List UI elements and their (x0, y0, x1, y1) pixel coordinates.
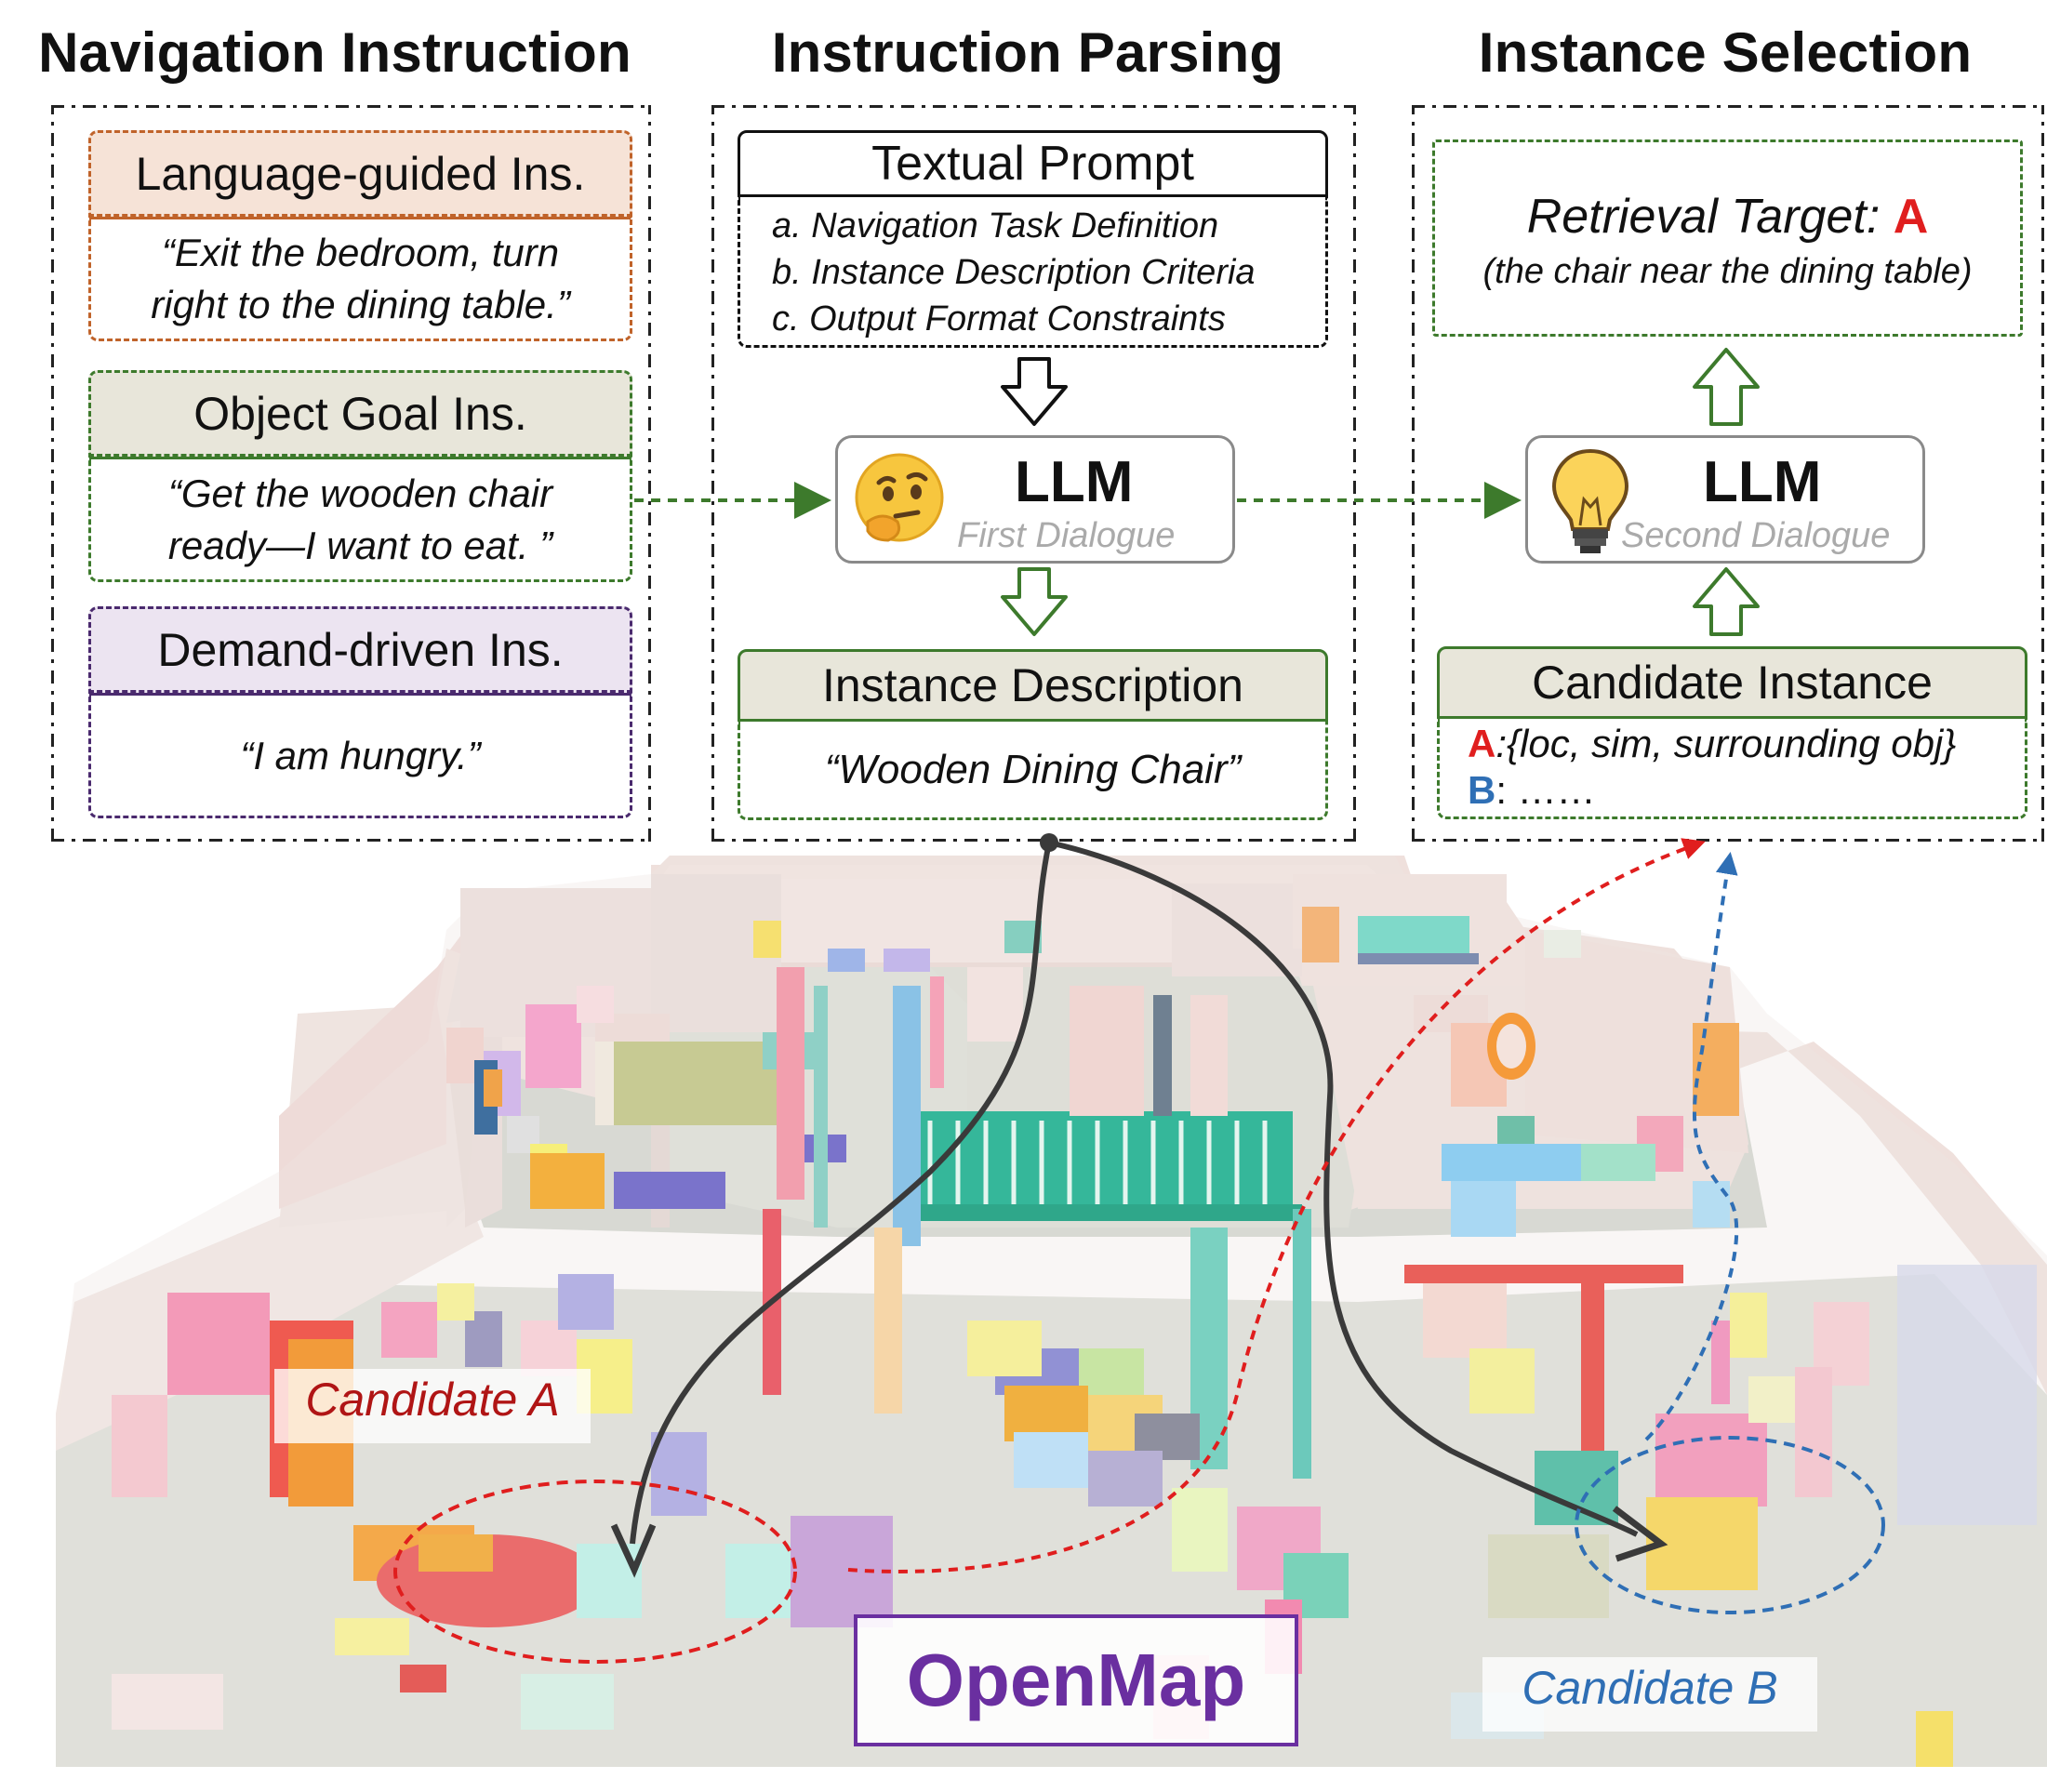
column-title-selection: Instance Selection (1478, 21, 1973, 84)
llm-subtitle: Second Dialogue (1621, 516, 1891, 555)
navigation-panel (51, 105, 651, 842)
instruction-text-line: “Get the wooden chair (167, 471, 553, 515)
prompt-item: a. Navigation Task Definition (772, 206, 1219, 246)
arrowhead-candidate-a (610, 1523, 657, 1578)
instruction-text-line: “I am hungry.” (240, 733, 481, 777)
candidate-b-label-bg (1482, 1657, 1817, 1732)
candidate-instance-body: A:{loc, sim, surrounding obj} B: …… (1437, 719, 2027, 819)
llm-second-dialogue-box: LLM Second Dialogue (1525, 435, 1925, 564)
instance-description-text: “Wooden Dining Chair” (824, 746, 1242, 792)
red-dashed-path-to-selection (847, 838, 1706, 1573)
curve-arrow-to-candidate-a (630, 842, 1052, 1545)
instance-description-body: “Wooden Dining Chair” (738, 722, 1328, 820)
down-arrow-prompt-to-llm (1001, 357, 1068, 426)
retrieval-target-note: (the chair near the dining table) (1482, 252, 1973, 291)
textual-prompt-title: Textual Prompt (871, 137, 1194, 191)
candidate-a-text: :{loc, sim, surrounding obj} (1495, 722, 1957, 765)
retrieval-target-value: A (1893, 190, 1929, 244)
blue-dashed-path-to-selection (1644, 852, 1739, 1441)
candidate-instance-header: Candidate Instance (1437, 646, 2027, 719)
column-title-navigation: Navigation Instruction (38, 21, 631, 84)
instruction-type-label: Object Goal Ins. (193, 387, 527, 440)
textual-prompt-body: a. Navigation Task Definition b. Instanc… (738, 197, 1328, 348)
prompt-item: b. Instance Description Criteria (772, 253, 1256, 292)
textual-prompt-header: Textual Prompt (738, 130, 1328, 197)
candidate-b-label: Candidate B (1522, 1662, 1778, 1714)
demand-driven-header: Demand-driven Ins. (88, 606, 632, 693)
lightbulb-icon (1551, 448, 1629, 553)
candidate-a-label-bg (274, 1369, 591, 1443)
instruction-type-label: Language-guided Ins. (135, 147, 586, 200)
up-arrow-llm-to-target (1693, 348, 1760, 426)
candidate-b-text: : …… (1495, 768, 1596, 812)
candidate-a-key: A (1468, 722, 1496, 765)
instruction-text-line: “Exit the bedroom, turn (161, 231, 560, 274)
column-title-parsing: Instruction Parsing (771, 21, 1284, 84)
candidate-a-label: Candidate A (305, 1374, 560, 1426)
retrieval-target-label: Retrieval Target: (1526, 190, 1881, 244)
candidate-instance-title: Candidate Instance (1532, 657, 1933, 709)
prompt-item: c. Output Format Constraints (772, 299, 1226, 338)
demand-driven-body: “I am hungry.” (88, 693, 632, 818)
curve-arrow-to-candidate-b (1048, 840, 1639, 1537)
instruction-text-line: right to the dining table.” (151, 283, 570, 326)
arrowhead-candidate-b (1612, 1506, 1668, 1562)
llm-title: LLM (1015, 450, 1134, 514)
up-arrow-candidate-to-llm (1693, 567, 1760, 636)
down-arrow-llm-to-description (1001, 567, 1068, 636)
llm-subtitle: First Dialogue (957, 516, 1176, 555)
llm-first-dialogue-box: LLM First Dialogue (835, 435, 1235, 564)
object-goal-header: Object Goal Ins. (88, 370, 632, 457)
instance-description-header: Instance Description (738, 649, 1328, 722)
language-guided-header: Language-guided Ins. (88, 130, 632, 217)
thinking-face-icon (855, 453, 944, 542)
object-goal-body: “Get the wooden chair ready—I want to ea… (88, 457, 632, 582)
language-guided-body: “Exit the bedroom, turn right to the din… (88, 217, 632, 341)
openmap-title: OpenMap (906, 1639, 1246, 1721)
candidate-a-ellipse (393, 1480, 797, 1664)
candidate-b-ellipse (1575, 1436, 1885, 1614)
instruction-text-line: ready—I want to eat. ” (167, 523, 553, 567)
retrieval-target-box: Retrieval Target: A (the chair near the … (1432, 139, 2023, 337)
llm-title: LLM (1703, 450, 1822, 514)
instruction-type-label: Demand-driven Ins. (157, 623, 564, 676)
instance-description-title: Instance Description (821, 659, 1243, 711)
openmap-label-box: OpenMap (854, 1614, 1298, 1746)
candidate-b-key: B (1468, 768, 1496, 812)
